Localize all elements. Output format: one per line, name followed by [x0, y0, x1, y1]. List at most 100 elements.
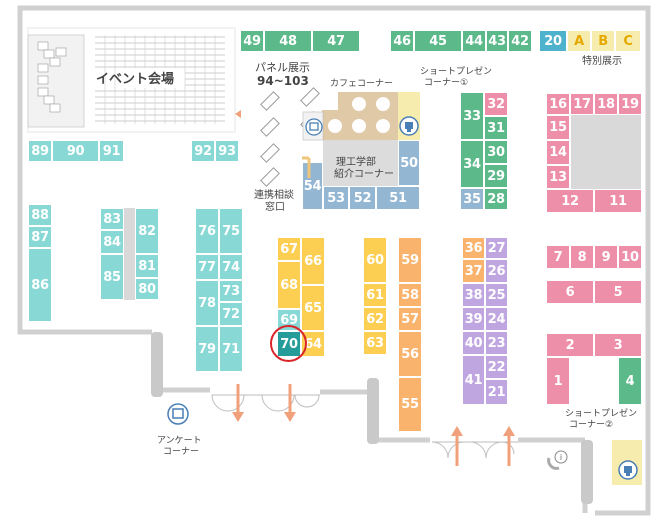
booth-8[interactable]: 8 [570, 245, 594, 269]
consult-label-2: 窓口 [265, 202, 285, 213]
booth-81[interactable]: 81 [135, 254, 159, 278]
booth-26[interactable]: 26 [485, 259, 508, 283]
booth-45[interactable]: 45 [414, 30, 462, 52]
booth-90[interactable]: 90 [52, 140, 99, 162]
booth-87[interactable]: 87 [28, 226, 52, 248]
booth-67[interactable]: 67 [277, 237, 301, 261]
booth-1[interactable]: 1 [546, 357, 570, 405]
booth-62[interactable]: 62 [363, 307, 387, 331]
event-hall-label: イベント会場 [96, 72, 175, 87]
booth-6[interactable]: 6 [546, 280, 594, 304]
panel-title: パネル展示 [255, 61, 310, 74]
booth-43[interactable]: 43 [486, 30, 508, 52]
booth-18[interactable]: 18 [594, 93, 618, 115]
booth-9[interactable]: 9 [594, 245, 618, 269]
booth-41[interactable]: 41 [462, 355, 485, 405]
booth-83[interactable]: 83 [100, 208, 124, 230]
booth-42[interactable]: 42 [508, 30, 532, 52]
booth-71[interactable]: 71 [219, 326, 243, 372]
booth-85[interactable]: 85 [100, 254, 124, 300]
booth-2[interactable]: 2 [546, 333, 594, 357]
cafe-board-icon [305, 118, 323, 136]
booth-28[interactable]: 28 [484, 188, 508, 210]
booth-48[interactable]: 48 [264, 30, 312, 52]
booth-B[interactable]: B [591, 30, 615, 52]
booth-44[interactable]: 44 [462, 30, 486, 52]
booth-20[interactable]: 20 [539, 30, 567, 52]
booth-82[interactable]: 82 [135, 208, 159, 254]
booth-39[interactable]: 39 [462, 307, 485, 331]
booth-14[interactable]: 14 [546, 140, 570, 165]
booth-63[interactable]: 63 [363, 331, 387, 355]
booth-33[interactable]: 33 [460, 92, 484, 140]
booth-79[interactable]: 79 [195, 326, 219, 372]
booth-46[interactable]: 46 [390, 30, 414, 52]
booth-17[interactable]: 17 [570, 93, 594, 115]
booth-68[interactable]: 68 [277, 261, 301, 309]
booth-75[interactable]: 75 [219, 208, 243, 254]
booth-80[interactable]: 80 [135, 278, 159, 300]
booth-34[interactable]: 34 [460, 140, 484, 188]
booth-92[interactable]: 92 [191, 140, 215, 162]
booth-93[interactable]: 93 [215, 140, 239, 162]
booth-15[interactable]: 15 [546, 115, 570, 140]
booth-37[interactable]: 37 [462, 259, 485, 283]
booth-60[interactable]: 60 [363, 237, 387, 283]
booth-12[interactable]: 12 [546, 189, 594, 213]
booth-49[interactable]: 49 [240, 30, 264, 52]
booth-35[interactable]: 35 [460, 188, 484, 210]
booth-56[interactable]: 56 [398, 331, 422, 377]
booth-52[interactable]: 52 [349, 186, 376, 210]
booth-72[interactable]: 72 [219, 302, 243, 326]
booth-40[interactable]: 40 [462, 331, 485, 355]
booth-53[interactable]: 53 [323, 186, 349, 210]
booth-3[interactable]: 3 [594, 333, 642, 357]
booth-22[interactable]: 22 [485, 355, 508, 379]
booth-7[interactable]: 7 [546, 245, 570, 269]
booth-21[interactable]: 21 [485, 379, 508, 405]
booth-4[interactable]: 4 [618, 357, 642, 405]
booth-36[interactable]: 36 [462, 237, 485, 259]
booth-11[interactable]: 11 [594, 189, 642, 213]
booth-76[interactable]: 76 [195, 208, 219, 254]
booth-66[interactable]: 66 [301, 237, 325, 285]
booth-10[interactable]: 10 [618, 245, 642, 269]
booth-73[interactable]: 73 [219, 280, 243, 302]
booth-89[interactable]: 89 [28, 140, 52, 162]
booth-A[interactable]: A [567, 30, 591, 52]
booth-19[interactable]: 19 [618, 93, 642, 115]
booth-55[interactable]: 55 [398, 377, 422, 432]
booth-91[interactable]: 91 [99, 140, 124, 162]
booth-88[interactable]: 88 [28, 204, 52, 226]
booth-5[interactable]: 5 [594, 280, 642, 304]
booth-59[interactable]: 59 [398, 237, 422, 283]
booth-47[interactable]: 47 [312, 30, 360, 52]
booth-13[interactable]: 13 [546, 165, 570, 189]
booth-31[interactable]: 31 [484, 116, 508, 140]
booth-30[interactable]: 30 [484, 140, 508, 164]
booth-86[interactable]: 86 [28, 248, 52, 322]
booth-54[interactable]: 54 [302, 162, 323, 210]
booth-50[interactable]: 50 [398, 140, 420, 186]
booth-58[interactable]: 58 [398, 283, 422, 307]
booth-C[interactable]: C [615, 30, 641, 52]
booth-38[interactable]: 38 [462, 283, 485, 307]
booth-32[interactable]: 32 [484, 92, 508, 116]
booth-74[interactable]: 74 [219, 254, 243, 280]
booth-24[interactable]: 24 [485, 307, 508, 331]
booth-84[interactable]: 84 [100, 230, 124, 254]
booth-77[interactable]: 77 [195, 254, 219, 280]
booth-16[interactable]: 16 [546, 93, 570, 115]
booth-29[interactable]: 29 [484, 164, 508, 188]
booth-23[interactable]: 23 [485, 331, 508, 355]
booth-57[interactable]: 57 [398, 307, 422, 331]
booth-61[interactable]: 61 [363, 283, 387, 307]
booth-51[interactable]: 51 [376, 186, 420, 210]
booth-78[interactable]: 78 [195, 280, 219, 326]
booth-27[interactable]: 27 [485, 237, 508, 259]
presenter-icon [399, 116, 419, 136]
short-presen-1-label-2: コーナー① [424, 78, 469, 88]
booth-65[interactable]: 65 [301, 285, 325, 331]
booth-25[interactable]: 25 [485, 283, 508, 307]
